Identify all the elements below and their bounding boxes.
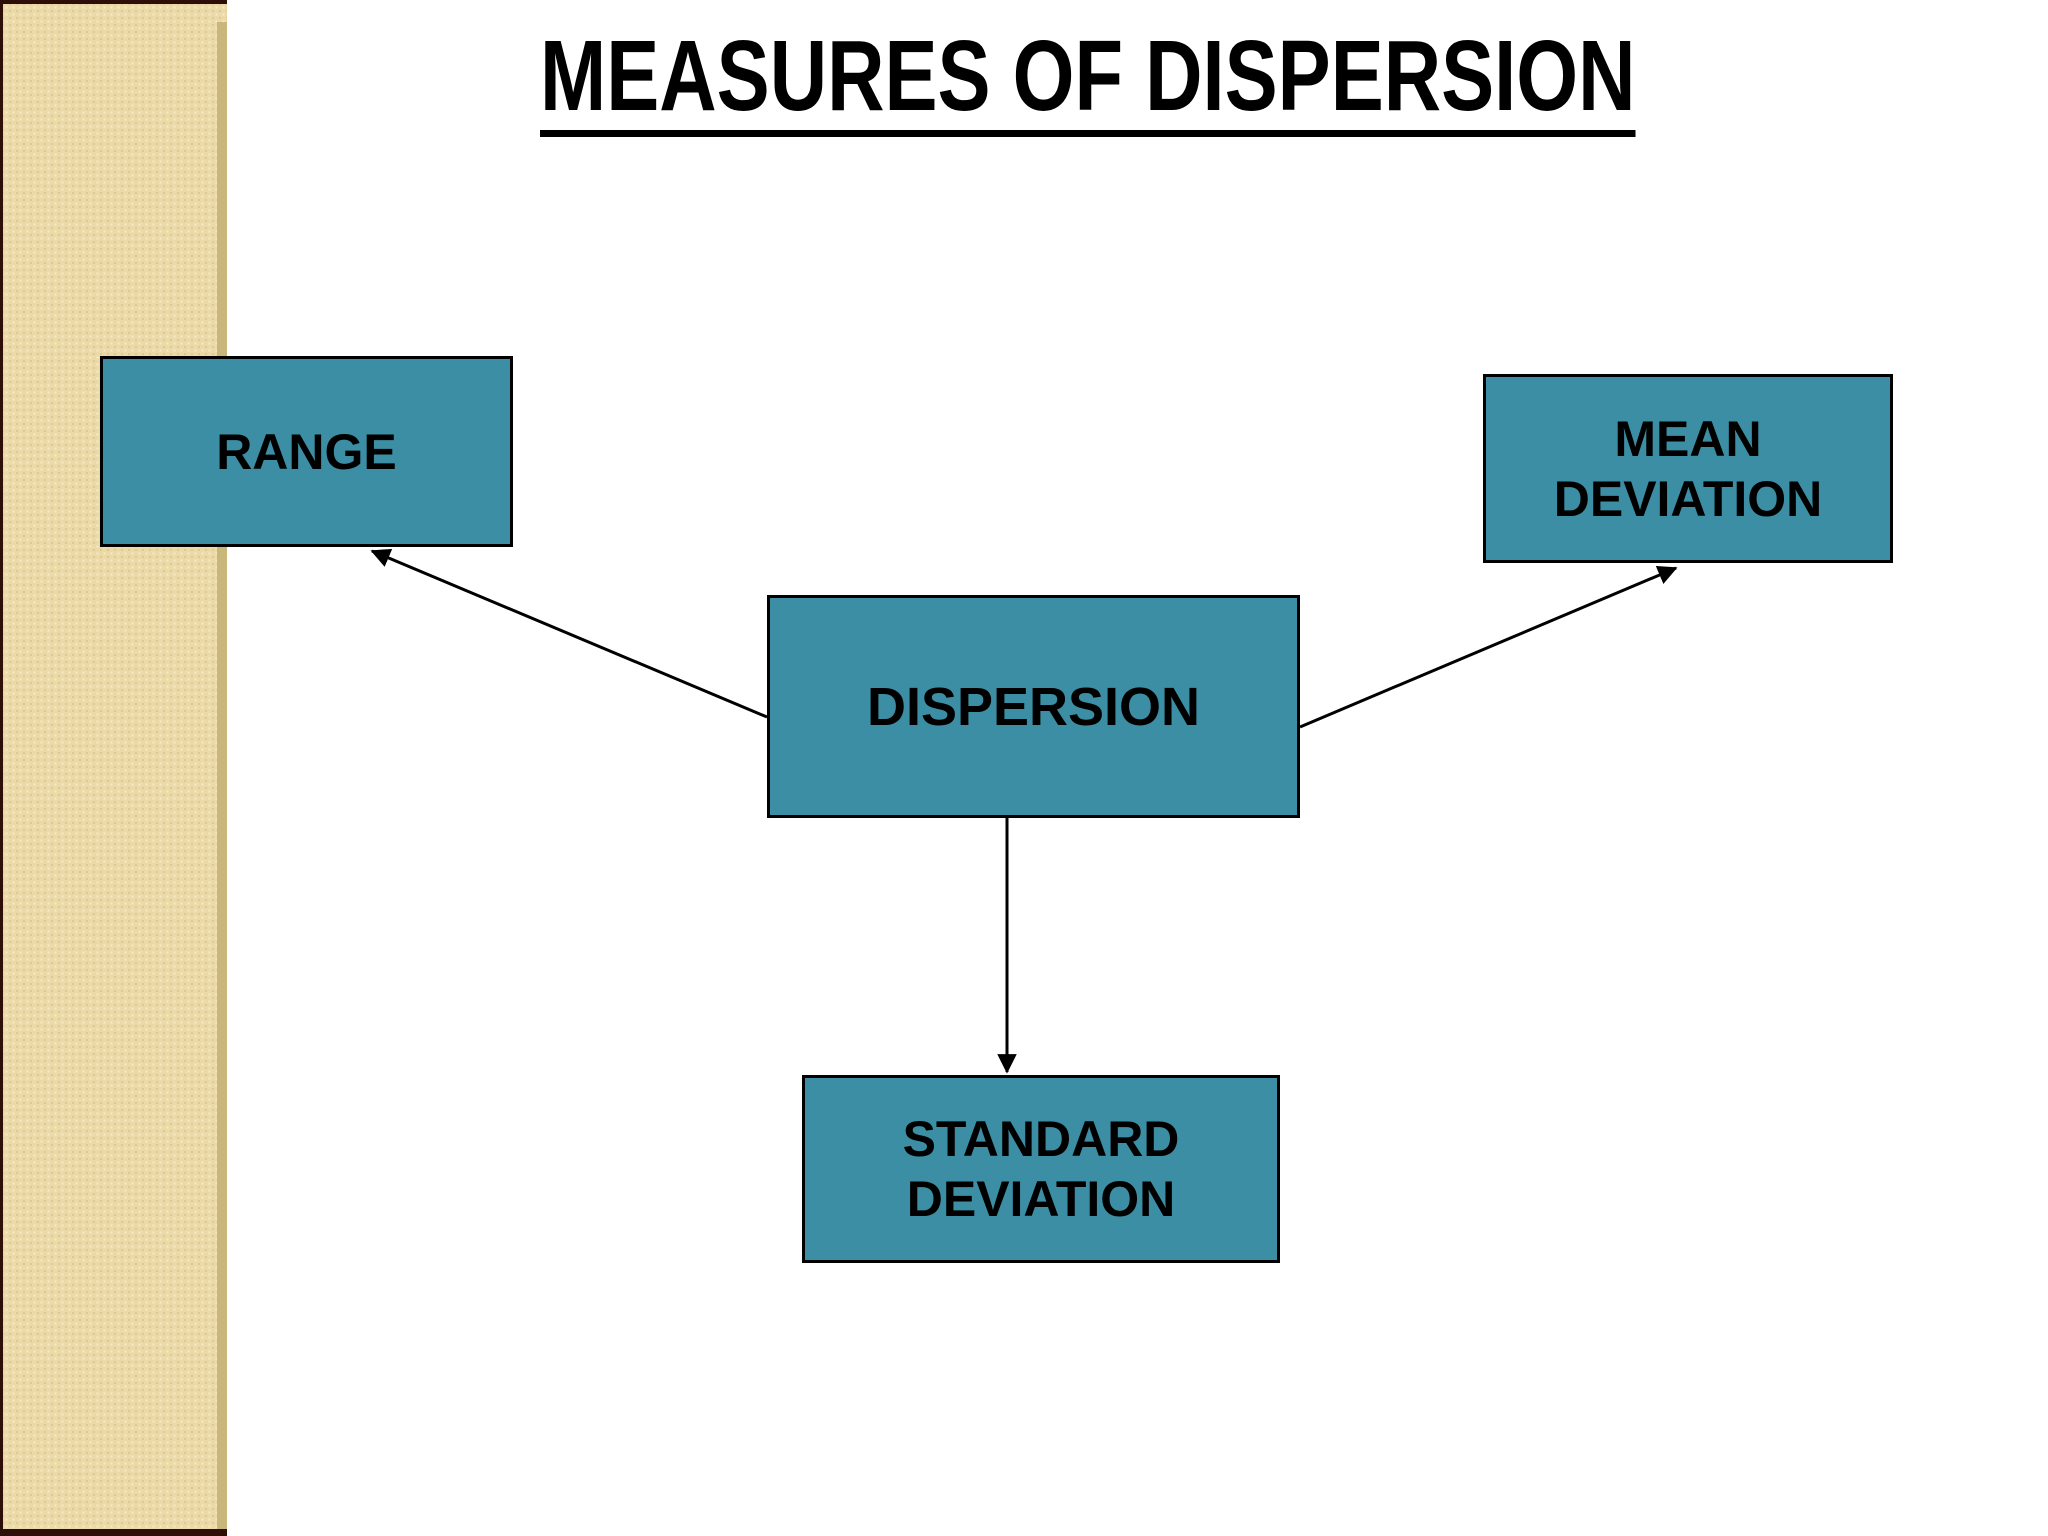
node-mean-deviation: MEAN DEVIATION: [1483, 374, 1893, 563]
node-range: RANGE: [100, 356, 513, 547]
page-title-text: MEASURES OF DISPERSION: [540, 26, 1636, 137]
node-dispersion-label: DISPERSION: [866, 676, 1201, 737]
node-dispersion: DISPERSION: [767, 595, 1300, 818]
node-mean-deviation-label: MEAN DEVIATION: [1553, 410, 1823, 527]
node-standard-deviation-label: STANDARD DEVIATION: [902, 1111, 1180, 1227]
node-range-label: RANGE: [216, 423, 397, 480]
stripe-edge-line: [217, 22, 227, 1529]
page-title: MEASURES OF DISPERSION: [540, 26, 1918, 137]
arrow-dispersion-to-range: [370, 548, 768, 719]
arrow-dispersion-to-mean-deviation: [1299, 565, 1678, 729]
left-decorative-stripe: [0, 0, 227, 1536]
node-standard-deviation: STANDARD DEVIATION: [802, 1075, 1280, 1263]
